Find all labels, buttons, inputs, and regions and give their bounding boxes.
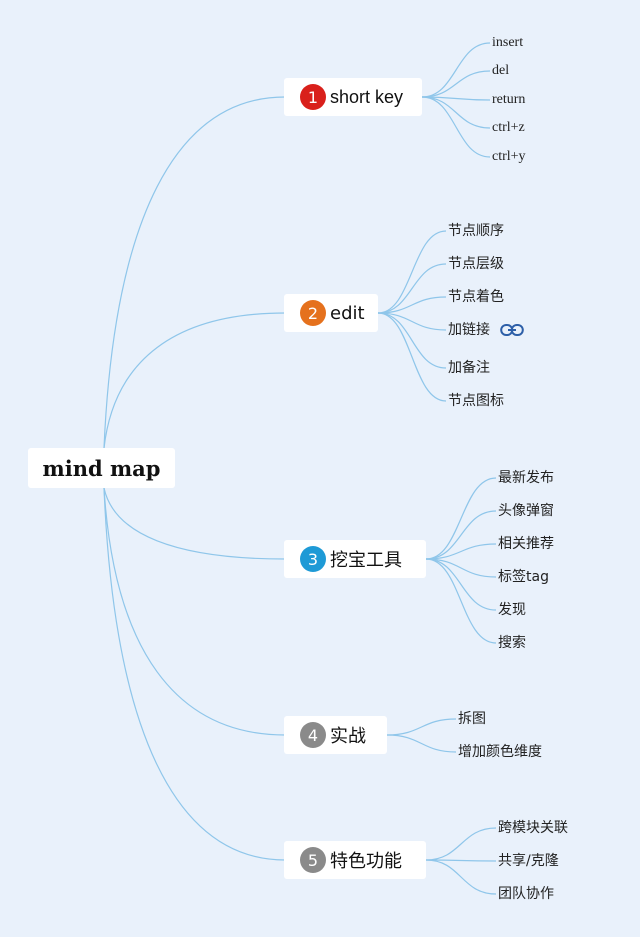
branch-node-features[interactable]: 5 特色功能 (284, 841, 426, 879)
connector-line (377, 230, 447, 314)
connector-line (421, 96, 491, 101)
leaf-node[interactable]: 头像弹窗 (498, 503, 554, 519)
leaf-node[interactable]: 节点顺序 (448, 223, 504, 239)
leaf-node[interactable]: ctrl+z (492, 120, 525, 135)
leaf-node[interactable]: 共享/克隆 (498, 853, 559, 869)
leaf-label: 加链接 (448, 322, 490, 338)
connector-line (425, 558, 497, 578)
connector-line (421, 96, 491, 158)
branch-node-treasure-tools[interactable]: 3 挖宝工具 (284, 540, 426, 578)
branch-node-short-key[interactable]: 1 short key (284, 78, 422, 116)
connector-line (425, 558, 497, 644)
number-badge-1: 1 (300, 84, 326, 110)
connector-line (103, 312, 286, 449)
leaf-node[interactable]: del (492, 63, 510, 78)
branch-label: edit (330, 302, 365, 324)
leaf-node[interactable]: 搜索 (498, 635, 526, 651)
connector-line (377, 312, 447, 331)
connector-line (377, 312, 447, 402)
number-badge-4: 4 (300, 722, 326, 748)
connector-line (103, 487, 286, 560)
connector-line (103, 96, 286, 449)
branch-label: short key (330, 86, 404, 107)
branch-node-practice[interactable]: 4 实战 (284, 716, 387, 754)
branch-label: 特色功能 (330, 851, 402, 872)
leaf-node[interactable]: 跨模块关联 (498, 820, 568, 836)
number-badge-3: 3 (300, 546, 326, 572)
leaf-node[interactable]: 团队协作 (498, 886, 554, 902)
connector-line (377, 312, 447, 369)
leaf-node-add-link[interactable]: 加链接 (448, 321, 525, 339)
connector-line (425, 859, 497, 895)
leaf-node[interactable]: 节点图标 (448, 393, 504, 409)
leaf-node[interactable]: 增加颜色维度 (458, 744, 542, 760)
connector-line (425, 543, 497, 560)
connector-line (425, 558, 497, 611)
connector-line (386, 718, 457, 736)
connector-line (386, 734, 457, 753)
leaf-node[interactable]: 拆图 (458, 711, 486, 727)
leaf-node[interactable]: 相关推荐 (498, 536, 554, 552)
connector-line (103, 487, 286, 861)
connector-line (425, 510, 497, 560)
link-icon (500, 324, 525, 336)
leaf-node[interactable]: 标签tag (498, 569, 549, 585)
connector-line (421, 70, 491, 98)
leaf-node[interactable]: 加备注 (448, 360, 490, 376)
leaf-node[interactable]: 发现 (498, 602, 526, 618)
leaf-node[interactable]: 节点着色 (448, 289, 504, 305)
number-badge-2: 2 (300, 300, 326, 326)
leaf-node[interactable]: return (492, 92, 526, 107)
branch-node-edit[interactable]: 2 edit (284, 294, 378, 332)
connector-line (421, 42, 491, 98)
connector-line (377, 296, 447, 314)
leaf-node[interactable]: 最新发布 (498, 470, 554, 486)
root-node-label: mind map (42, 455, 161, 481)
branch-label: 挖宝工具 (330, 550, 402, 571)
connector-line (103, 487, 286, 736)
leaf-node[interactable]: insert (492, 35, 524, 50)
connector-line (425, 859, 497, 862)
connector-line (377, 263, 447, 314)
connector-line (425, 827, 497, 861)
leaf-node[interactable]: ctrl+y (492, 149, 526, 164)
root-node[interactable]: mind map (28, 448, 175, 488)
connector-line (425, 477, 497, 560)
branch-label: 实战 (330, 726, 366, 747)
number-badge-5: 5 (300, 847, 326, 873)
connector-line (421, 96, 491, 129)
leaf-node[interactable]: 节点层级 (448, 256, 504, 272)
